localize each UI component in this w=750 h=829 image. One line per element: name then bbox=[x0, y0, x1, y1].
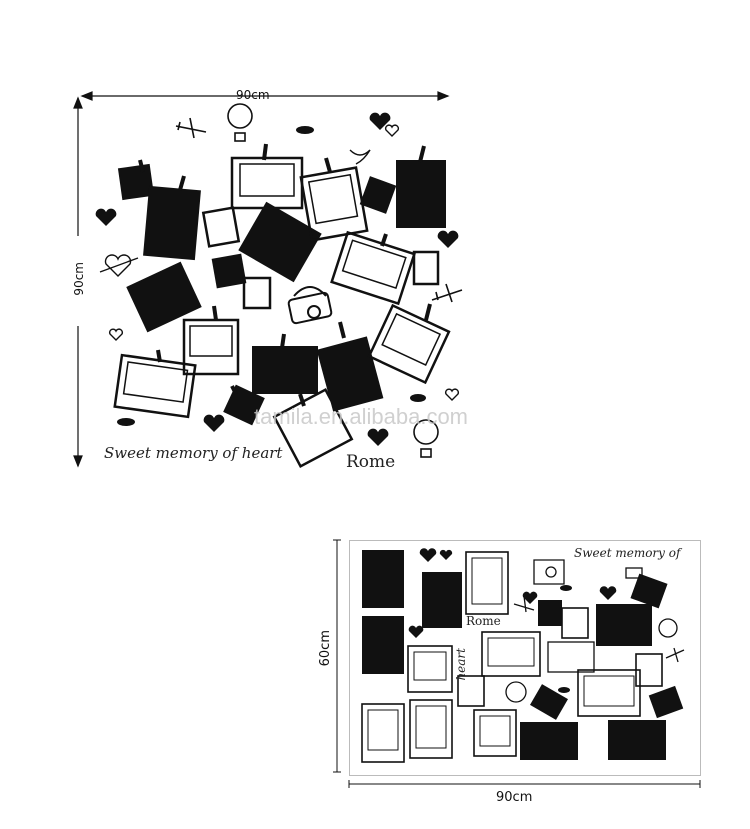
balloon-icons bbox=[227, 103, 439, 458]
cloud-icon bbox=[117, 418, 135, 426]
cloud-icon bbox=[558, 687, 570, 693]
width-label: 90cm bbox=[236, 88, 270, 102]
heart-outline-icon bbox=[108, 328, 124, 341]
heart-icon bbox=[419, 548, 437, 562]
sheet-filled-frames bbox=[362, 550, 684, 760]
width-dimension-line bbox=[80, 91, 450, 101]
heart-icon bbox=[437, 230, 459, 248]
airplane-icon bbox=[431, 283, 463, 303]
heart-icon bbox=[522, 591, 538, 604]
heart-icon bbox=[369, 112, 391, 130]
watermark: tamila.en.alibaba.com bbox=[254, 404, 469, 429]
cloud-icons bbox=[117, 126, 426, 426]
sheet-clouds bbox=[558, 585, 572, 693]
product-label bbox=[547, 641, 595, 673]
hot-air-balloon-icon bbox=[413, 419, 439, 445]
city-text: Rome bbox=[346, 452, 396, 472]
sheet-city-text: Rome bbox=[466, 614, 501, 628]
sheet-icons bbox=[505, 559, 685, 703]
height-dimension-line bbox=[73, 96, 83, 468]
barcode-label bbox=[625, 567, 643, 579]
heart-icon bbox=[203, 414, 225, 432]
sheet-width-label: 90cm bbox=[496, 790, 533, 805]
heart-icon bbox=[439, 549, 453, 560]
sheet-height-label: 60cm bbox=[318, 630, 333, 667]
heart-icon bbox=[95, 208, 117, 226]
hot-air-balloon-icon bbox=[505, 681, 527, 703]
heart-icons bbox=[95, 112, 459, 446]
camera-icon bbox=[287, 286, 333, 325]
outline-heart-icons bbox=[99, 124, 460, 401]
sheet-outline-frames bbox=[361, 551, 663, 763]
cloud-icon bbox=[296, 126, 314, 134]
heart-icon bbox=[408, 625, 424, 638]
hot-air-balloon-icon bbox=[658, 618, 678, 638]
hot-air-balloon-icon bbox=[227, 103, 253, 129]
filled-photo-frames bbox=[117, 160, 446, 426]
sheet-side-word: heart bbox=[454, 648, 468, 681]
sheet-caption-text: Sweet memory of bbox=[574, 546, 681, 560]
sheet-height-dimension bbox=[333, 539, 341, 773]
airplane-icon bbox=[513, 595, 535, 613]
caption-text: Sweet memory of heart bbox=[104, 444, 283, 462]
heart-icon bbox=[367, 428, 389, 446]
camera-icon bbox=[533, 559, 565, 585]
airplane-icon bbox=[175, 117, 207, 139]
heart-outline-icon bbox=[384, 124, 400, 137]
airplane-icon bbox=[665, 647, 685, 663]
heart-outline-icon bbox=[444, 388, 460, 401]
heart-icon bbox=[599, 586, 617, 600]
airplane-icons bbox=[175, 117, 463, 303]
sheet-hearts bbox=[408, 548, 617, 638]
cloud-icon bbox=[560, 585, 572, 591]
cloud-icon bbox=[410, 394, 426, 402]
photo-clips bbox=[138, 143, 432, 407]
heart-arrow-icon bbox=[104, 254, 132, 277]
sheet-width-dimension bbox=[348, 780, 701, 788]
